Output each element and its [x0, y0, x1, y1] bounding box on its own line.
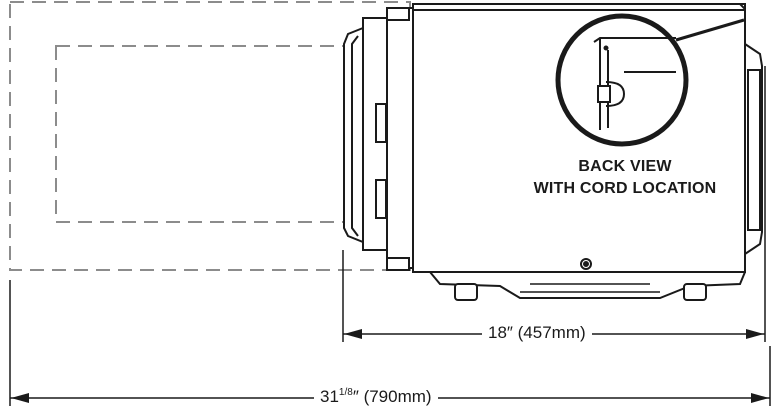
rear-panel	[744, 42, 763, 256]
door-top-clip	[386, 7, 410, 21]
depth-arrow-right-icon	[746, 329, 764, 339]
callout-caption-line1: BACK VIEW	[578, 158, 672, 175]
cabinet-base	[429, 271, 746, 299]
door-hinge-upper	[375, 103, 387, 143]
depth-dimension-label: 18″ (457mm)	[482, 323, 592, 343]
total-whole: 31	[320, 387, 339, 406]
callout-bracket	[593, 37, 676, 130]
cabinet-top-rim	[412, 3, 746, 11]
callout-leader-line	[675, 18, 745, 42]
door-hinge-lower	[375, 179, 387, 219]
cord-connector	[597, 85, 611, 103]
callout-caption: BACK VIEW WITH CORD LOCATION	[490, 156, 760, 200]
total-dimension-label: 311/8″ (790mm)	[314, 387, 438, 407]
cord-clip	[605, 81, 626, 107]
depth-arrow-left-icon	[344, 329, 362, 339]
open-door-inner-dashed	[55, 45, 383, 223]
total-arrow-right-icon	[751, 393, 769, 403]
door-edge	[386, 7, 414, 269]
door-bottom-clip	[386, 257, 410, 271]
door-handle-inner	[351, 35, 359, 237]
callout-circle	[555, 13, 689, 147]
rear-panel-strip	[747, 69, 761, 231]
screw-center-icon	[583, 261, 589, 267]
door-handle-frame	[343, 26, 364, 244]
total-fraction: 1/8	[338, 387, 353, 398]
total-rest: ″ (790mm)	[352, 387, 432, 406]
base-vent	[520, 283, 660, 293]
door-panel	[343, 7, 414, 271]
foot-front	[454, 283, 478, 301]
callout-magnifier	[555, 13, 745, 147]
foot-rear	[683, 283, 707, 301]
total-arrow-left-icon	[11, 393, 29, 403]
callout-caption-line2: WITH CORD LOCATION	[533, 180, 717, 197]
cord-pin-icon	[603, 45, 609, 51]
